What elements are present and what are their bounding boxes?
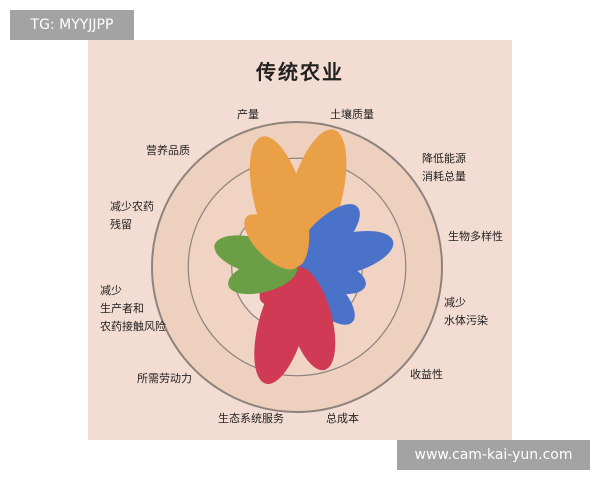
label-energy: 降低能源 消耗总量 — [422, 150, 466, 186]
label-water: 减少 水体污染 — [444, 294, 488, 330]
label-health-line1: 减少 — [100, 284, 122, 297]
petal-12 — [249, 136, 310, 268]
label-energy-line2: 消耗总量 — [422, 170, 466, 183]
label-water-line1: 减少 — [444, 296, 466, 309]
label-soil: 土壤质量 — [330, 108, 374, 121]
label-residue-line1: 减少农药 — [110, 200, 154, 213]
label-water-line2: 水体污染 — [444, 314, 488, 327]
diagram-panel: 传统农业 产量 土壤质量 降低能源 消耗总量 生物多样性 减少 水体污染 收益性… — [88, 40, 512, 440]
diagram-title: 传统农业 — [256, 60, 344, 84]
label-ecosystem: 生态系统服务 — [218, 412, 284, 425]
label-energy-line1: 降低能源 — [422, 152, 466, 165]
label-health-line2: 生产者和 — [100, 302, 144, 315]
label-cost: 总成本 — [326, 412, 359, 425]
label-residue: 减少农药 残留 — [110, 198, 154, 234]
label-health: 减少 生产者和 农药接触风险 — [100, 282, 166, 336]
rose-diagram — [151, 121, 443, 413]
label-labor: 所需劳动力 — [137, 372, 192, 385]
label-biodiversity: 生物多样性 — [448, 230, 503, 243]
label-nutrition: 营养品质 — [146, 144, 190, 157]
label-residue-line2: 残留 — [110, 218, 132, 231]
label-health-line3: 农药接触风险 — [100, 320, 166, 333]
label-profit: 收益性 — [410, 368, 443, 381]
watermark-tag: TG: MYYJJPP — [10, 10, 134, 40]
watermark-url: www.cam-kai-yun.com — [397, 440, 590, 470]
label-yield: 产量 — [237, 108, 259, 121]
